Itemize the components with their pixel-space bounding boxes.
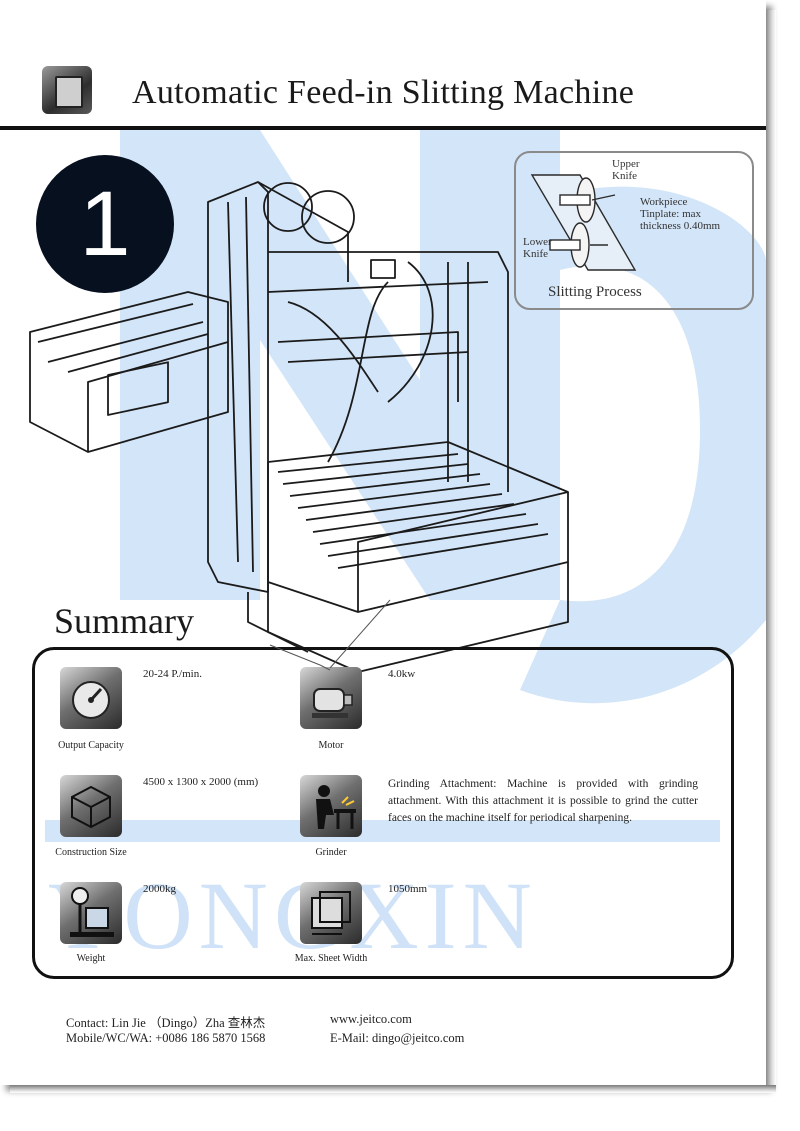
max-sheet-width-value: 1050mm — [388, 883, 428, 895]
motor-icon — [300, 667, 362, 729]
company-logo — [42, 66, 92, 114]
website-link[interactable]: www.jeitco.com — [330, 1012, 412, 1026]
output-capacity-value: 20-24 P./min. — [143, 668, 202, 680]
slitting-process-caption: Slitting Process — [548, 284, 642, 300]
motor-value: 4.0kw — [388, 668, 416, 680]
grinder-description: Grinding Attachment: Machine is provided… — [388, 778, 698, 824]
page-title: Automatic Feed-in Slitting Machine — [132, 74, 635, 111]
title-divider — [0, 126, 766, 130]
construction-size-caption: Construction Size — [55, 847, 127, 858]
phone-number: Mobile/WC/WA: +0086 186 5870 1568 — [66, 1031, 266, 1045]
weight-caption: Weight — [76, 953, 106, 964]
cube-icon — [60, 775, 122, 837]
grinder-caption: Grinder — [315, 847, 347, 858]
sheet-width-icon — [300, 882, 362, 944]
slitting-knives-diagram — [530, 174, 637, 271]
contact-name: Contact: Lin Jie （Dingo）Zha 查林杰 — [66, 1016, 266, 1030]
section-number-badge: 1 — [36, 155, 174, 293]
slitting-process-inset — [514, 151, 754, 310]
construction-size-value: 4500 x 1300 x 2000 (mm) — [143, 776, 259, 788]
motor-caption: Motor — [318, 740, 344, 751]
page-shadow-right — [766, 10, 776, 1085]
grinder-icon — [300, 775, 362, 837]
email-link[interactable]: E-Mail: dingo@jeitco.com — [330, 1031, 465, 1045]
scale-icon — [60, 882, 122, 944]
speedometer-icon — [60, 667, 122, 729]
max-sheet-width-caption: Max. Sheet Width — [294, 953, 368, 964]
page-shadow-bottom — [10, 1085, 776, 1093]
weight-value: 2000kg — [143, 883, 176, 895]
workpiece-label: Workpiece Tinplate: max thickness 0.40mm — [640, 196, 721, 232]
summary-heading: Summary — [54, 601, 194, 641]
output-capacity-caption: Output Capacity — [58, 740, 124, 751]
